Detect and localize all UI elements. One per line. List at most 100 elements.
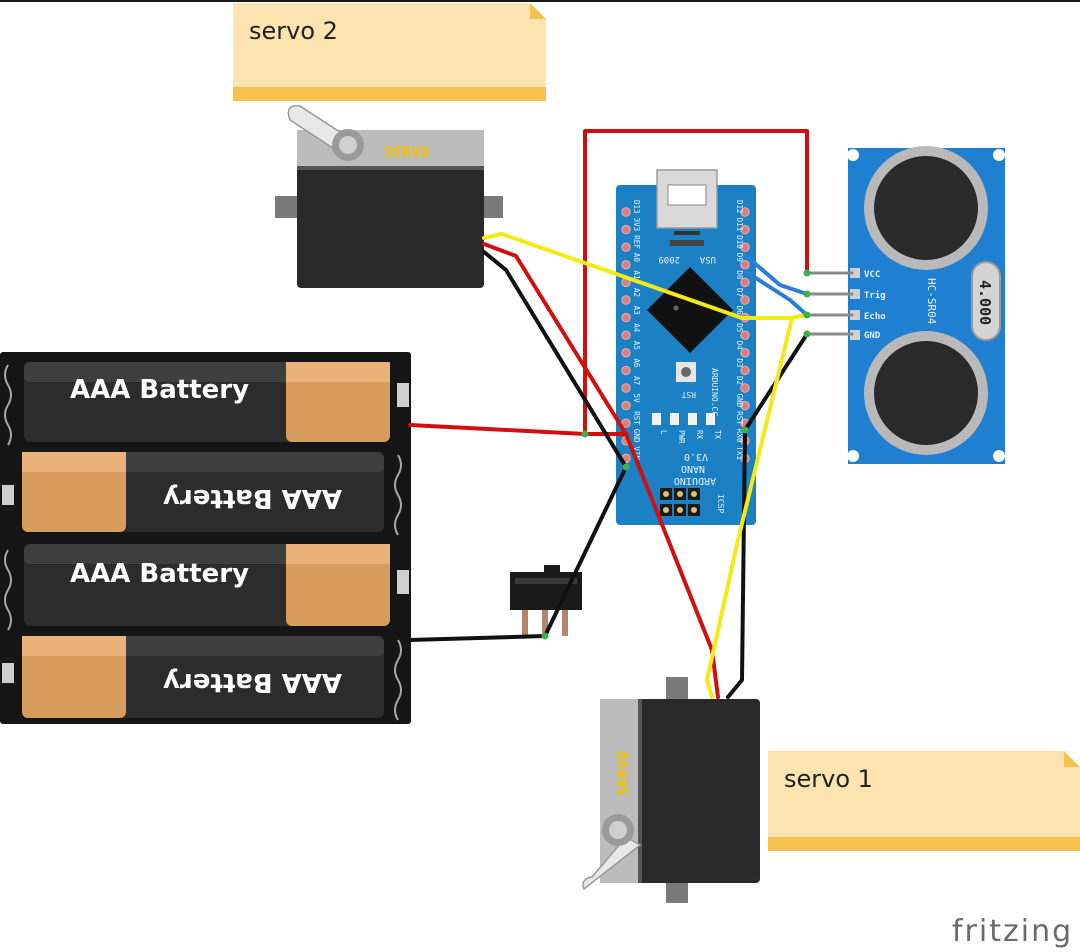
pin-label-left: A6 bbox=[632, 358, 641, 368]
slide-switch[interactable] bbox=[510, 565, 582, 636]
pin-right-4[interactable] bbox=[740, 277, 750, 288]
pin-right-0[interactable] bbox=[740, 207, 750, 217]
pin-left-11[interactable] bbox=[621, 400, 631, 411]
pin-left-7[interactable] bbox=[621, 330, 631, 340]
pin-label-left: 3V3 bbox=[632, 218, 641, 232]
pin-label-right: GND bbox=[735, 394, 744, 408]
servo-2-label: SERVO bbox=[384, 143, 429, 161]
pin-label-right: D4 bbox=[735, 341, 744, 351]
led-label: L bbox=[659, 430, 668, 435]
pin-label-left: A1 bbox=[632, 270, 641, 279]
note-servo-1[interactable]: servo 1 bbox=[768, 751, 1080, 851]
battery-1: AAA Battery bbox=[24, 362, 390, 442]
pin-right-1[interactable] bbox=[740, 224, 750, 235]
wire-red-5v-vcc bbox=[583, 129, 809, 436]
pin-label-left: A7 bbox=[632, 376, 641, 385]
note-servo-2-strip bbox=[233, 87, 546, 101]
note-servo-2-fold bbox=[530, 3, 546, 19]
pin-label-left: GND bbox=[632, 429, 641, 443]
pin-label-right: D12 bbox=[735, 200, 744, 214]
note-servo-1-strip bbox=[768, 837, 1080, 851]
battery-2: AAA Battery bbox=[22, 452, 384, 532]
pin-right-7[interactable] bbox=[740, 330, 750, 340]
pin-label-right: D7 bbox=[735, 288, 744, 297]
pin-label-left: 5V bbox=[632, 394, 641, 404]
wire-yellow-servo1 bbox=[705, 316, 794, 699]
pin-left-6[interactable] bbox=[621, 312, 631, 323]
battery-4: AAA Battery bbox=[22, 636, 384, 718]
wire-yellow-servo2 bbox=[482, 232, 809, 320]
wire-red-battery bbox=[408, 423, 628, 436]
pin-right-8[interactable] bbox=[740, 348, 750, 358]
pin-left-5[interactable] bbox=[621, 295, 631, 305]
battery-2-label: AAA Battery bbox=[163, 483, 342, 513]
pin-right-10[interactable] bbox=[740, 383, 750, 393]
top-border bbox=[0, 0, 1080, 2]
arduino-site: ARDUINO.CC bbox=[710, 368, 719, 416]
wire-endpoints bbox=[541, 269, 811, 640]
battery-4-label: AAA Battery bbox=[163, 667, 342, 697]
wire-red-servo2 bbox=[482, 242, 628, 436]
sensor-pin-label: GND bbox=[864, 331, 881, 341]
pin-left-9[interactable] bbox=[621, 365, 631, 376]
arduino-version: V3.0 bbox=[684, 451, 708, 462]
pin-label-right: D6 bbox=[735, 306, 744, 316]
pin-right-5[interactable] bbox=[740, 295, 750, 305]
wire-black-servo2 bbox=[482, 250, 628, 469]
pin-label-left: A3 bbox=[632, 306, 641, 315]
pin-left-12[interactable] bbox=[621, 418, 631, 428]
led-label: TX bbox=[713, 430, 722, 440]
pin-label-right: TX1 bbox=[735, 446, 744, 460]
led-label: RX bbox=[695, 430, 704, 440]
pin-label-right: D8 bbox=[735, 270, 744, 280]
pin-label-left: A0 bbox=[632, 253, 641, 263]
pin-label-right: D5 bbox=[735, 323, 744, 332]
pin-label-right: D2 bbox=[735, 376, 744, 385]
pin-label-right: D9 bbox=[735, 253, 744, 262]
pin-label-right: RX0 bbox=[735, 429, 744, 443]
pin-label-left: A5 bbox=[632, 341, 641, 350]
pin-label-left: VIN bbox=[632, 446, 641, 460]
wires bbox=[408, 129, 854, 699]
battery-holder[interactable]: AAA Battery AAA Battery AAA Battery AAA … bbox=[0, 352, 411, 724]
arduino-icsp-label: ICSP bbox=[716, 494, 725, 513]
arduino-title: ARDUINO bbox=[674, 475, 716, 486]
sensor-pin-label: VCC bbox=[864, 270, 880, 280]
pin-left-2[interactable] bbox=[621, 242, 631, 252]
pin-left-8[interactable] bbox=[621, 348, 631, 358]
pin-right-11[interactable] bbox=[740, 400, 750, 411]
arduino-nano-board[interactable]: 2009 USA RST ARDUINO.CC ARDUINO NANO V3.… bbox=[616, 169, 756, 525]
servo-1-label: SERVO bbox=[614, 751, 632, 796]
pin-label-left: A2 bbox=[632, 288, 641, 297]
note-servo-1-text: servo 1 bbox=[784, 765, 873, 793]
arduino-year: 2009 bbox=[658, 254, 680, 264]
servo-1[interactable]: SERVO bbox=[582, 677, 760, 903]
sensor-pin-label: Echo bbox=[864, 312, 886, 322]
wire-black-battery bbox=[408, 634, 547, 642]
pin-right-9[interactable] bbox=[740, 365, 750, 376]
battery-1-label: AAA Battery bbox=[70, 375, 249, 405]
fritzing-logo: fritzing bbox=[952, 914, 1074, 949]
pin-left-10[interactable] bbox=[621, 383, 631, 393]
note-servo-2-text: servo 2 bbox=[249, 17, 338, 45]
arduino-rst-label: RST bbox=[681, 390, 696, 399]
pin-right-2[interactable] bbox=[740, 242, 750, 252]
led-label: PWR bbox=[677, 430, 686, 444]
sensor-model: HC-SR04 bbox=[925, 278, 938, 325]
arduino-country: USA bbox=[699, 254, 716, 264]
pin-right-3[interactable] bbox=[740, 260, 750, 270]
sensor-pin-label: Trig bbox=[864, 290, 886, 301]
pin-left-1[interactable] bbox=[621, 224, 631, 235]
servo-2[interactable]: SERVO bbox=[275, 105, 503, 288]
pin-left-0[interactable] bbox=[621, 207, 631, 217]
arduino-model: NANO bbox=[681, 463, 705, 474]
pin-label-left: REF bbox=[632, 235, 641, 249]
battery-3: AAA Battery bbox=[24, 544, 390, 626]
pin-label-right: D11 bbox=[735, 218, 744, 232]
note-servo-2[interactable]: servo 2 bbox=[233, 3, 546, 101]
pin-label-left: D13 bbox=[632, 200, 641, 214]
pin-left-3[interactable] bbox=[621, 260, 631, 270]
pin-label-left: A4 bbox=[632, 323, 641, 333]
